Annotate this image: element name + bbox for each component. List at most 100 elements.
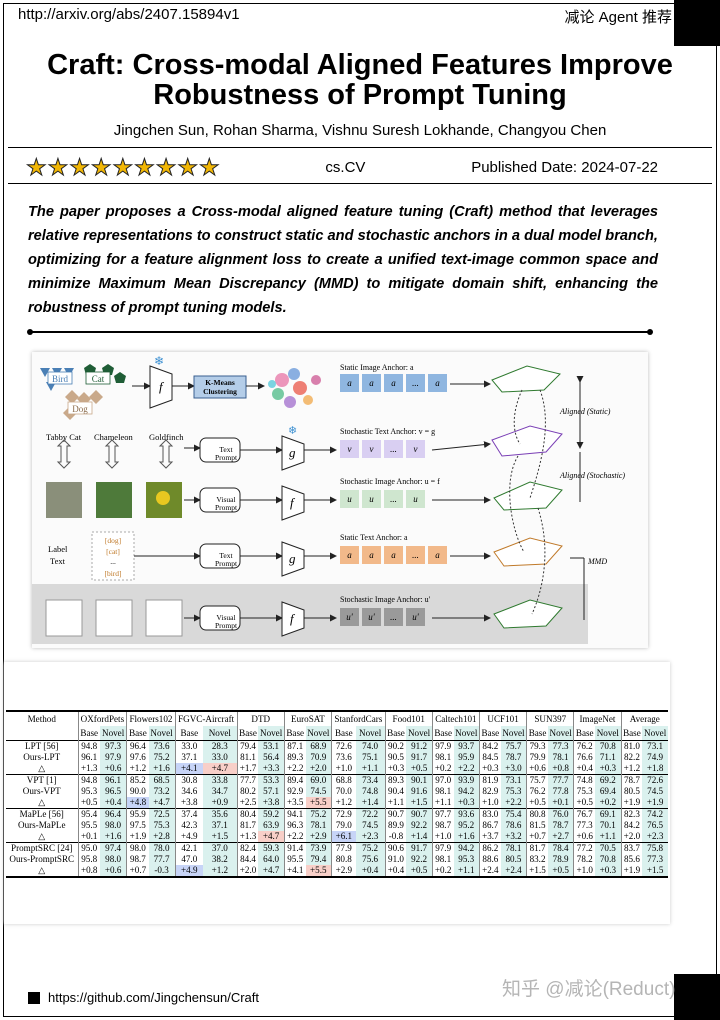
dataset-header: StanfordCars	[331, 710, 386, 726]
table-cell: +0.2	[595, 797, 622, 809]
table-cell: +4.8	[126, 797, 149, 809]
dataset-header: SUN397	[526, 710, 574, 726]
corner-block-top	[674, 0, 720, 46]
anchor-cell	[406, 546, 425, 564]
table-cell: 56.4	[258, 752, 285, 763]
table-cell: 34.7	[202, 786, 238, 797]
table-cell: 75.1	[355, 752, 386, 763]
table-cell: +1.4	[355, 797, 386, 809]
table-cell: 72.2	[355, 808, 386, 820]
table-cell: +2.9	[331, 865, 356, 878]
method-name: △	[6, 865, 78, 878]
table-cell: 97.9	[99, 752, 127, 763]
table-cell: 84.4	[236, 854, 259, 865]
label-cat: Cat	[92, 374, 105, 384]
table-cell: 75.3	[573, 786, 596, 797]
table-cell: 94.8	[77, 740, 100, 752]
table-cell: +4.9	[174, 831, 203, 843]
table-cell: 69.0	[305, 774, 332, 786]
table-cell: 86.7	[478, 820, 501, 831]
novel-header: Novel	[355, 726, 386, 741]
label-text-l1: Label	[48, 544, 68, 554]
table-cell: +1.0	[431, 831, 454, 843]
space-stochastic-image	[493, 481, 563, 511]
anchor-cell-label: a	[435, 550, 440, 560]
table-cell: 72.6	[642, 774, 668, 786]
base-header: Base	[126, 726, 149, 741]
table-cell: 74.8	[355, 786, 386, 797]
table-cell: 75.8	[642, 842, 668, 854]
arxiv-url[interactable]: http://arxiv.org/abs/2407.15894v1	[18, 6, 240, 23]
table-cell: 98.7	[126, 854, 149, 865]
footer-bullet	[28, 992, 40, 1004]
table-cell: 33.0	[202, 752, 238, 763]
table-cell: 80.2	[236, 786, 259, 797]
table-cell: 78.7	[620, 774, 643, 786]
anchor-cell-label: ...	[390, 612, 397, 622]
table-cell: +3.8	[258, 797, 285, 809]
sketch-goldfinch	[145, 599, 183, 637]
alignment-links	[509, 389, 546, 615]
image-chameleon	[96, 482, 132, 518]
table-cell: 75.2	[305, 808, 332, 820]
table-cell: 79.4	[305, 854, 332, 865]
table-cell: 83.7	[620, 842, 643, 854]
table-cell: 82.2	[620, 752, 643, 763]
table-cell: +0.9	[202, 797, 238, 809]
table-cell: 93.9	[453, 774, 480, 786]
table-cell: 95.4	[77, 808, 100, 820]
table-cell: +2.0	[305, 763, 332, 775]
table-cell: 96.4	[99, 808, 127, 820]
table-cell: 75.7	[526, 774, 548, 786]
base-header: Base	[384, 726, 407, 741]
table-cell: +1.9	[620, 865, 643, 878]
table-cell: 70.1	[595, 820, 622, 831]
dataset-header: Caltech101	[431, 710, 480, 726]
table-cell: +1.6	[148, 763, 176, 775]
table-cell: 80.4	[236, 808, 259, 820]
table-cell: +0.4	[355, 865, 386, 878]
github-link[interactable]: https://github.com/Jingchensun/Craft	[48, 990, 260, 1005]
method-name: △	[38, 763, 46, 773]
table-cell: 90.1	[406, 774, 433, 786]
table-cell: 90.0	[126, 786, 149, 797]
star-icon: ★	[134, 154, 156, 180]
table-cell: +1.1	[453, 865, 480, 878]
table-cell: +3.7	[478, 831, 501, 843]
text-prompt-2-l1: Text	[219, 551, 233, 560]
table-cell: +0.5	[406, 865, 433, 878]
anchor-cell	[340, 546, 359, 564]
method-header: Method	[6, 710, 78, 726]
table-cell: 98.0	[99, 820, 127, 831]
table-cell: +1.2	[126, 763, 149, 775]
anchor-cell-label: a	[347, 550, 352, 560]
table-cell: 89.4	[283, 774, 306, 786]
table-cell: 75.7	[500, 740, 527, 752]
table-cell: +4.7	[258, 831, 285, 843]
table-cell: +2.2	[453, 763, 480, 775]
method-name: MaPLe [56]	[6, 808, 78, 820]
dataset-header: Food101	[384, 710, 433, 726]
table-cell: 77.9	[331, 842, 356, 854]
table-cell: 73.9	[305, 842, 332, 854]
table-cell: 80.8	[331, 854, 356, 865]
table-cell: 78.1	[305, 820, 332, 831]
base-header: Base	[283, 726, 306, 741]
table-row: △+1.3+0.6+1.2+1.6+4.1+4.7+1.7+3.3+2.2+2.…	[6, 763, 668, 775]
table-cell: 97.7	[431, 808, 454, 820]
anchor-cell	[340, 374, 359, 392]
class-shapes: Bird Cat Dog	[40, 364, 126, 420]
kmeans-l1: K-Means	[205, 378, 235, 387]
table-cell: +4.9	[174, 865, 203, 878]
anchor-cell-label: u	[347, 494, 352, 504]
text-prompt-1-l2: Prompt	[215, 453, 238, 462]
table-cell: 78.9	[547, 854, 574, 865]
table-cell: +1.8	[642, 763, 668, 775]
label-dog: Dog	[72, 404, 88, 414]
anchor-cell	[340, 440, 359, 458]
table-cell: 78.2	[573, 854, 596, 865]
novel-header: Novel	[202, 726, 238, 741]
label-item-3: [bird]	[104, 569, 121, 578]
